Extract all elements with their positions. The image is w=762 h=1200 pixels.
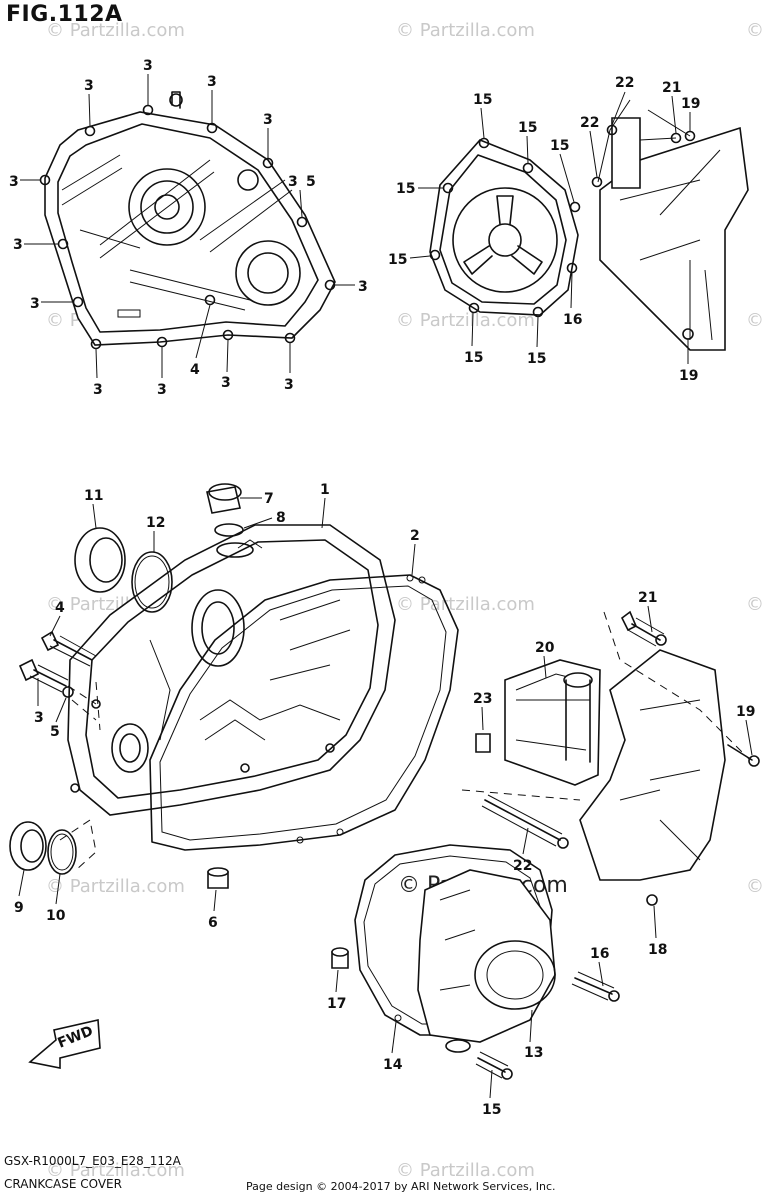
- svg-text:3: 3: [157, 382, 167, 398]
- bolt-heads: [429, 137, 581, 318]
- svg-text:14: 14: [383, 1057, 403, 1073]
- svg-text:3: 3: [288, 174, 298, 190]
- svg-text:1: 1: [320, 482, 330, 498]
- svg-text:23: 23: [473, 691, 492, 707]
- watermark-text: © Partzilla.com: [746, 20, 762, 41]
- bolt-heads: [39, 104, 336, 350]
- exploded-callouts: 1 2 3 4 5 6 7 8 9 10 11 12 13 14 15 16 1…: [14, 482, 755, 1118]
- svg-text:3: 3: [93, 382, 103, 398]
- svg-text:9: 9: [14, 900, 24, 916]
- svg-text:21: 21: [662, 80, 681, 96]
- svg-text:4: 4: [190, 362, 200, 378]
- svg-text:5: 5: [306, 174, 316, 190]
- watermark-text: © Partzilla.com: [396, 20, 535, 41]
- svg-text:3: 3: [263, 112, 273, 128]
- svg-text:15: 15: [550, 138, 569, 154]
- bracket-top-view: [591, 99, 749, 351]
- svg-text:15: 15: [388, 252, 407, 268]
- small-parts-left: [9, 483, 491, 969]
- svg-text:5: 5: [50, 724, 60, 740]
- svg-text:3: 3: [207, 74, 217, 90]
- watermark-text: © Partzilla.com: [396, 1160, 535, 1181]
- svg-text:15: 15: [518, 120, 537, 136]
- watermark-text: © Partzilla.com: [46, 20, 185, 41]
- svg-text:3: 3: [84, 78, 94, 94]
- bolts-left: [18, 630, 97, 698]
- svg-text:15: 15: [396, 181, 415, 197]
- right-bracket-exploded: [475, 610, 760, 1080]
- svg-text:12: 12: [146, 515, 165, 531]
- svg-text:16: 16: [590, 946, 609, 962]
- clutch-cover-exploded: [67, 524, 396, 816]
- svg-text:22: 22: [580, 115, 599, 131]
- generator-cover-exploded: [354, 844, 556, 1053]
- svg-text:3: 3: [143, 58, 153, 74]
- watermark-text: © Partzilla.com: [46, 876, 185, 897]
- svg-text:15: 15: [473, 92, 492, 108]
- svg-text:22: 22: [513, 858, 532, 874]
- clutch-cover-top-view: [39, 91, 336, 350]
- svg-text:3: 3: [9, 174, 19, 190]
- svg-text:2: 2: [410, 528, 420, 544]
- svg-text:21: 21: [638, 590, 657, 606]
- svg-text:3: 3: [221, 375, 231, 391]
- svg-text:3: 3: [284, 377, 294, 393]
- generator-cover-top-view: [429, 137, 581, 318]
- upper-left-callouts: 3 3 3 3 3 5 3 3 3 3 3 3 3 3 4: [9, 58, 368, 398]
- upper-right-callouts: 15 15 15 15 15 15 15 16 22 22 21 19 19: [388, 75, 700, 384]
- svg-text:16: 16: [563, 312, 582, 328]
- svg-text:3: 3: [358, 279, 368, 295]
- svg-text:3: 3: [13, 237, 23, 253]
- watermark-text: © Partzilla.com: [746, 876, 762, 897]
- watermark-text: © Partzilla.com: [746, 594, 762, 615]
- svg-text:15: 15: [527, 351, 546, 367]
- assembly-dashed-lines: [59, 611, 751, 871]
- copyright-text: Page design © 2004-2017 by ARI Network S…: [246, 1180, 556, 1193]
- fwd-arrow: FWD: [28, 1019, 101, 1069]
- figure-title: FIG.112A: [6, 2, 123, 27]
- svg-text:13: 13: [524, 1045, 543, 1061]
- model-code: GSX-R1000L7_E03_E28_112A: [4, 1154, 181, 1168]
- svg-text:8: 8: [276, 510, 286, 526]
- watermark-text: © Partzilla.com: [46, 1160, 185, 1181]
- svg-text:19: 19: [736, 704, 755, 720]
- svg-text:20: 20: [535, 640, 555, 656]
- svg-text:19: 19: [681, 96, 700, 112]
- svg-text:15: 15: [482, 1102, 501, 1118]
- svg-text:19: 19: [679, 368, 698, 384]
- clutch-cover-gasket: [149, 574, 459, 851]
- svg-text:3: 3: [34, 710, 44, 726]
- svg-text:10: 10: [46, 908, 66, 924]
- svg-text:22: 22: [615, 75, 634, 91]
- watermark-text: © Partzilla.com: [746, 310, 762, 331]
- section-name: CRANKCASE COVER: [4, 1177, 122, 1191]
- svg-text:7: 7: [264, 491, 274, 507]
- watermark-text: © Partzilla.com: [396, 310, 535, 331]
- svg-text:11: 11: [84, 488, 103, 504]
- watermark-text: © Partzilla.com: [396, 594, 535, 615]
- svg-text:4: 4: [55, 600, 65, 616]
- svg-text:3: 3: [30, 296, 40, 312]
- svg-text:17: 17: [327, 996, 346, 1012]
- svg-text:18: 18: [648, 942, 667, 958]
- svg-text:15: 15: [464, 350, 483, 366]
- svg-text:6: 6: [208, 915, 218, 931]
